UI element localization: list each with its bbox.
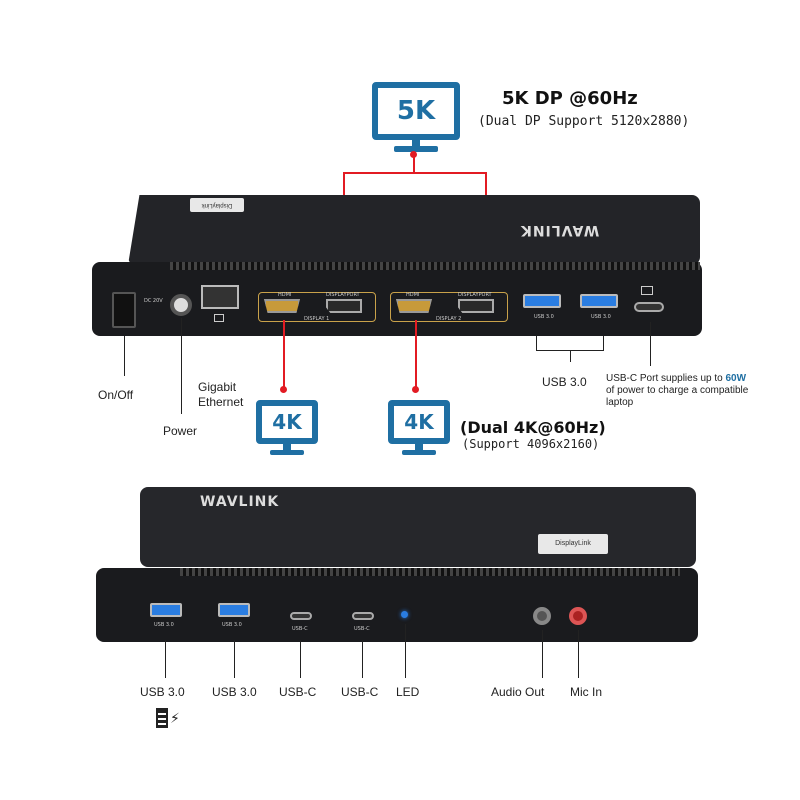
back-vent-top xyxy=(170,262,700,270)
back-usb-port-1[interactable] xyxy=(523,294,561,308)
front-callout-line-7 xyxy=(578,630,579,678)
front-usb-port-1[interactable] xyxy=(150,603,182,617)
front-usb30-label-1: USB 3.0 xyxy=(140,685,185,699)
ethernet-label: Gigabit Ethernet xyxy=(198,380,244,409)
battery-charge-icon: ⚡ xyxy=(154,708,180,728)
front-usb-1-label: USB 3.0 xyxy=(154,622,174,628)
laptop-charge-icon xyxy=(641,286,653,295)
dock-front-panel xyxy=(96,568,698,642)
power-rating-text: DC 20V xyxy=(144,298,163,304)
monitor-4k-left-icon: 4K xyxy=(256,400,318,458)
power-label: Power xyxy=(163,424,198,438)
front-callout-line-1 xyxy=(165,640,166,678)
monitor-4k-right-label: 4K xyxy=(388,400,450,444)
usb30-bracket-left xyxy=(536,336,537,350)
connector-hdmi1-dot xyxy=(280,386,287,393)
front-callout-line-6 xyxy=(542,630,543,678)
audio-out-label: Audio Out xyxy=(491,685,545,699)
usbc-callout-line xyxy=(650,322,651,366)
connector-5k-horizontal xyxy=(343,172,487,174)
front-usbc-1-label: USB-C xyxy=(292,626,308,632)
hdmi-port-2[interactable] xyxy=(396,299,432,313)
back-usb30-label: USB 3.0 xyxy=(542,375,587,389)
front-usbc-label-2: USB-C xyxy=(341,685,379,699)
displayport-1[interactable] xyxy=(326,299,362,313)
display2-group xyxy=(390,292,508,322)
mic-in-label: Mic In xyxy=(570,685,603,699)
ethernet-icon xyxy=(214,314,224,322)
back-brand-logo: WAVLINK xyxy=(520,222,600,238)
monitor-4k-left-label: 4K xyxy=(256,400,318,444)
front-callout-line-3 xyxy=(300,640,301,678)
display1-dp-label: DISPLAYPORT xyxy=(326,292,360,298)
4k-title: (Dual 4K@60Hz) xyxy=(460,418,606,437)
front-usb30-label-2: USB 3.0 xyxy=(212,685,257,699)
onoff-callout-line xyxy=(124,336,125,376)
display1-label: DISPLAY 1 xyxy=(304,316,330,322)
usb30-bracket-stem xyxy=(570,350,571,362)
front-displaylink-badge: DisplayLink xyxy=(538,534,608,554)
connector-5k-dot xyxy=(410,151,417,158)
dc-power-jack[interactable] xyxy=(170,294,192,316)
mic-in-jack[interactable] xyxy=(569,607,587,625)
display2-dp-label: DISPLAYPORT xyxy=(458,292,492,298)
display1-group xyxy=(258,292,376,322)
led-indicator xyxy=(401,611,408,618)
on-off-label: On/Off xyxy=(98,388,134,402)
monitor-4k-right-icon: 4K xyxy=(388,400,450,458)
front-vent-top xyxy=(180,568,680,576)
front-usb-port-2[interactable] xyxy=(218,603,250,617)
front-callout-line-2 xyxy=(234,640,235,678)
front-usbc-label-1: USB-C xyxy=(279,685,317,699)
usb30-bracket-right xyxy=(603,336,604,350)
connector-5k-vertical xyxy=(413,154,415,172)
power-callout-line xyxy=(181,318,182,414)
front-callout-line-5 xyxy=(405,624,406,678)
ethernet-port[interactable] xyxy=(201,285,239,309)
power-switch[interactable] xyxy=(112,292,136,328)
back-usb-1-label: USB 3.0 xyxy=(534,314,554,320)
connector-hdmi2-dot xyxy=(412,386,419,393)
5k-title: 5K DP @60Hz xyxy=(502,88,638,109)
4k-subtitle: (Support 4096x2160) xyxy=(462,437,600,451)
connector-hdmi1-line xyxy=(283,320,285,390)
front-usbc-port-1[interactable] xyxy=(290,612,312,620)
front-usbc-2-label: USB-C xyxy=(354,626,370,632)
front-usbc-port-2[interactable] xyxy=(352,612,374,620)
front-brand-logo: WAVLINK xyxy=(200,494,280,510)
front-led-label: LED xyxy=(396,685,420,699)
display1-hdmi-label: HDMI xyxy=(278,292,292,298)
usbc-power-note: USB-C Port supplies up to 60W of power t… xyxy=(606,373,749,408)
display2-label: DISPLAY 2 xyxy=(436,316,462,322)
monitor-5k-label: 5K xyxy=(372,82,460,140)
front-usb-2-label: USB 3.0 xyxy=(222,622,242,628)
audio-out-jack[interactable] xyxy=(533,607,551,625)
back-displaylink-badge: DisplayLink xyxy=(190,198,244,212)
hdmi-port-1[interactable] xyxy=(264,299,300,313)
back-usbc-port[interactable] xyxy=(634,302,664,312)
monitor-5k-icon: 5K xyxy=(372,82,460,154)
connector-hdmi2-line xyxy=(415,320,417,390)
display2-hdmi-label: HDMI xyxy=(406,292,420,298)
displayport-2[interactable] xyxy=(458,299,494,313)
front-callout-line-4 xyxy=(362,640,363,678)
back-usb-port-2[interactable] xyxy=(580,294,618,308)
back-usb-2-label: USB 3.0 xyxy=(591,314,611,320)
5k-subtitle: (Dual DP Support 5120x2880) xyxy=(478,114,690,129)
